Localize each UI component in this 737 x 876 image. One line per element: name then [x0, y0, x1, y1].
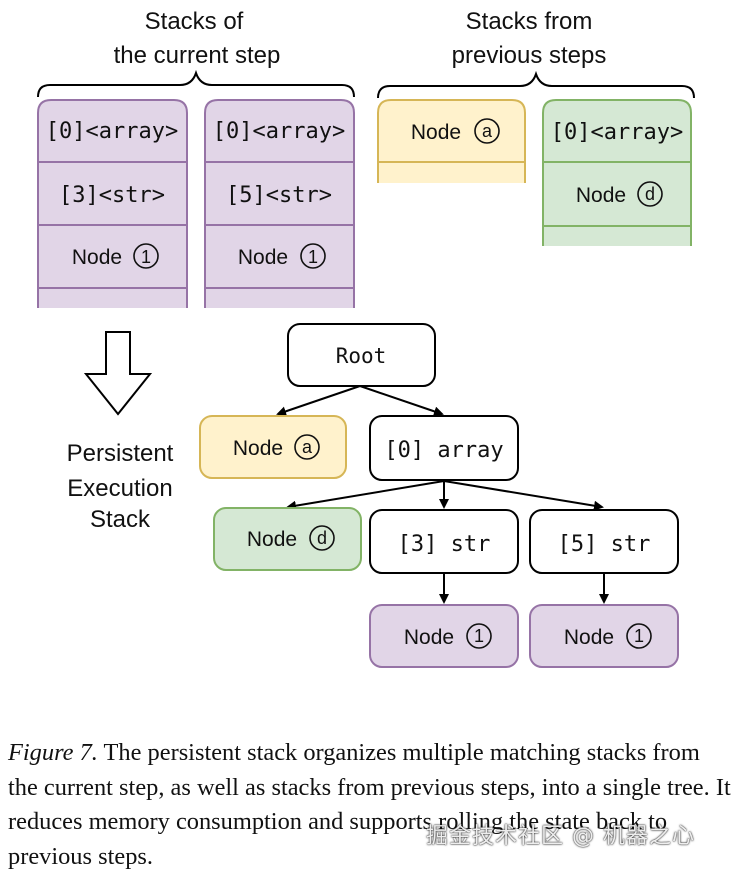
- stack-4-frame-node-label: Node: [576, 184, 626, 207]
- tree-node-leaf-1: Node 1: [369, 604, 519, 668]
- tree-node-a-label: Node: [233, 437, 283, 460]
- stack-3-node-id: a: [482, 121, 493, 141]
- brace-previous: [377, 70, 695, 99]
- tree-node-array: [0] array: [369, 415, 519, 481]
- tree-node-str3: [3] str: [369, 509, 519, 574]
- down-arrow-icon: [83, 331, 153, 416]
- stack-1-frame-str: [3]<str>: [59, 183, 165, 208]
- stack-2-frame-str: [5]<str>: [226, 183, 332, 208]
- edge-root-node-a: [276, 385, 361, 417]
- figure-caption: Figure 7. The persistent stack organizes…: [8, 736, 732, 874]
- stack-previous-2: [0]<array> Node d: [542, 99, 692, 246]
- tree-node-d-label: Node: [247, 528, 297, 551]
- tree-node-root: Root: [287, 323, 436, 387]
- stack-2-node-id: 1: [308, 247, 318, 267]
- tree-node-leaf-1-label: Node: [404, 626, 454, 649]
- stack-current-2: [0]<array> [5]<str> Node 1: [204, 99, 355, 308]
- heading-previous-line2: previous steps: [452, 42, 607, 69]
- tree-node-leaf-1-id: 1: [474, 626, 484, 646]
- stack-1-frame-node-label: Node: [72, 246, 122, 269]
- stack-2-frame-node-label: Node: [238, 246, 288, 269]
- stack-2-frame-array: [0]<array>: [213, 119, 345, 144]
- tree-node-leaf-2-label: Node: [564, 626, 614, 649]
- edge-array-str5: [443, 480, 604, 511]
- stack-current-1: [0]<array> [3]<str> Node 1: [37, 99, 188, 308]
- stack-4-node-id: d: [645, 184, 655, 204]
- tree-node-leaf-2-id: 1: [634, 626, 644, 646]
- tree-node-d: Node d: [213, 507, 362, 571]
- stack-1-frame-array: [0]<array>: [46, 119, 178, 144]
- stack-4-frame-array: [0]<array>: [551, 120, 683, 145]
- edge-array-node-d: [286, 480, 445, 511]
- tree-node-array-label: [0] array: [384, 438, 503, 463]
- tree-node-leaf-2: Node 1: [529, 604, 679, 668]
- tree-edges: [276, 385, 609, 604]
- stack-1-node-id: 1: [141, 247, 151, 267]
- brace-current: [37, 69, 355, 98]
- heading-current-line2: the current step: [114, 42, 281, 69]
- tree-node-str5-label: [5] str: [558, 532, 651, 557]
- tree-node-str5: [5] str: [529, 509, 679, 574]
- side-label-line2: Execution: [67, 475, 172, 502]
- tree-node-str3-label: [3] str: [398, 532, 491, 557]
- heading-current-line1: Stacks of: [145, 8, 244, 35]
- stack-3-frame-node-label: Node: [411, 121, 461, 144]
- side-label-line1: Persistent: [67, 440, 174, 467]
- tree-node-root-label: Root: [336, 344, 387, 368]
- side-label-line3: Stack: [90, 506, 151, 533]
- tree-node-a-id: a: [302, 437, 313, 457]
- tree-node-d-id: d: [317, 528, 327, 548]
- watermark: 掘金技术社区 @ 机器之心: [426, 824, 695, 849]
- figure-caption-text: The persistent stack organizes multiple …: [8, 739, 731, 870]
- edge-root-array: [359, 385, 444, 417]
- tree-node-a: Node a: [199, 415, 347, 479]
- heading-previous-line1: Stacks from: [466, 8, 593, 35]
- stack-previous-1: Node a: [377, 99, 526, 183]
- diagram-canvas: Stacks of the current step Stacks from p…: [37, 8, 695, 668]
- figure-label: Figure 7.: [8, 739, 98, 766]
